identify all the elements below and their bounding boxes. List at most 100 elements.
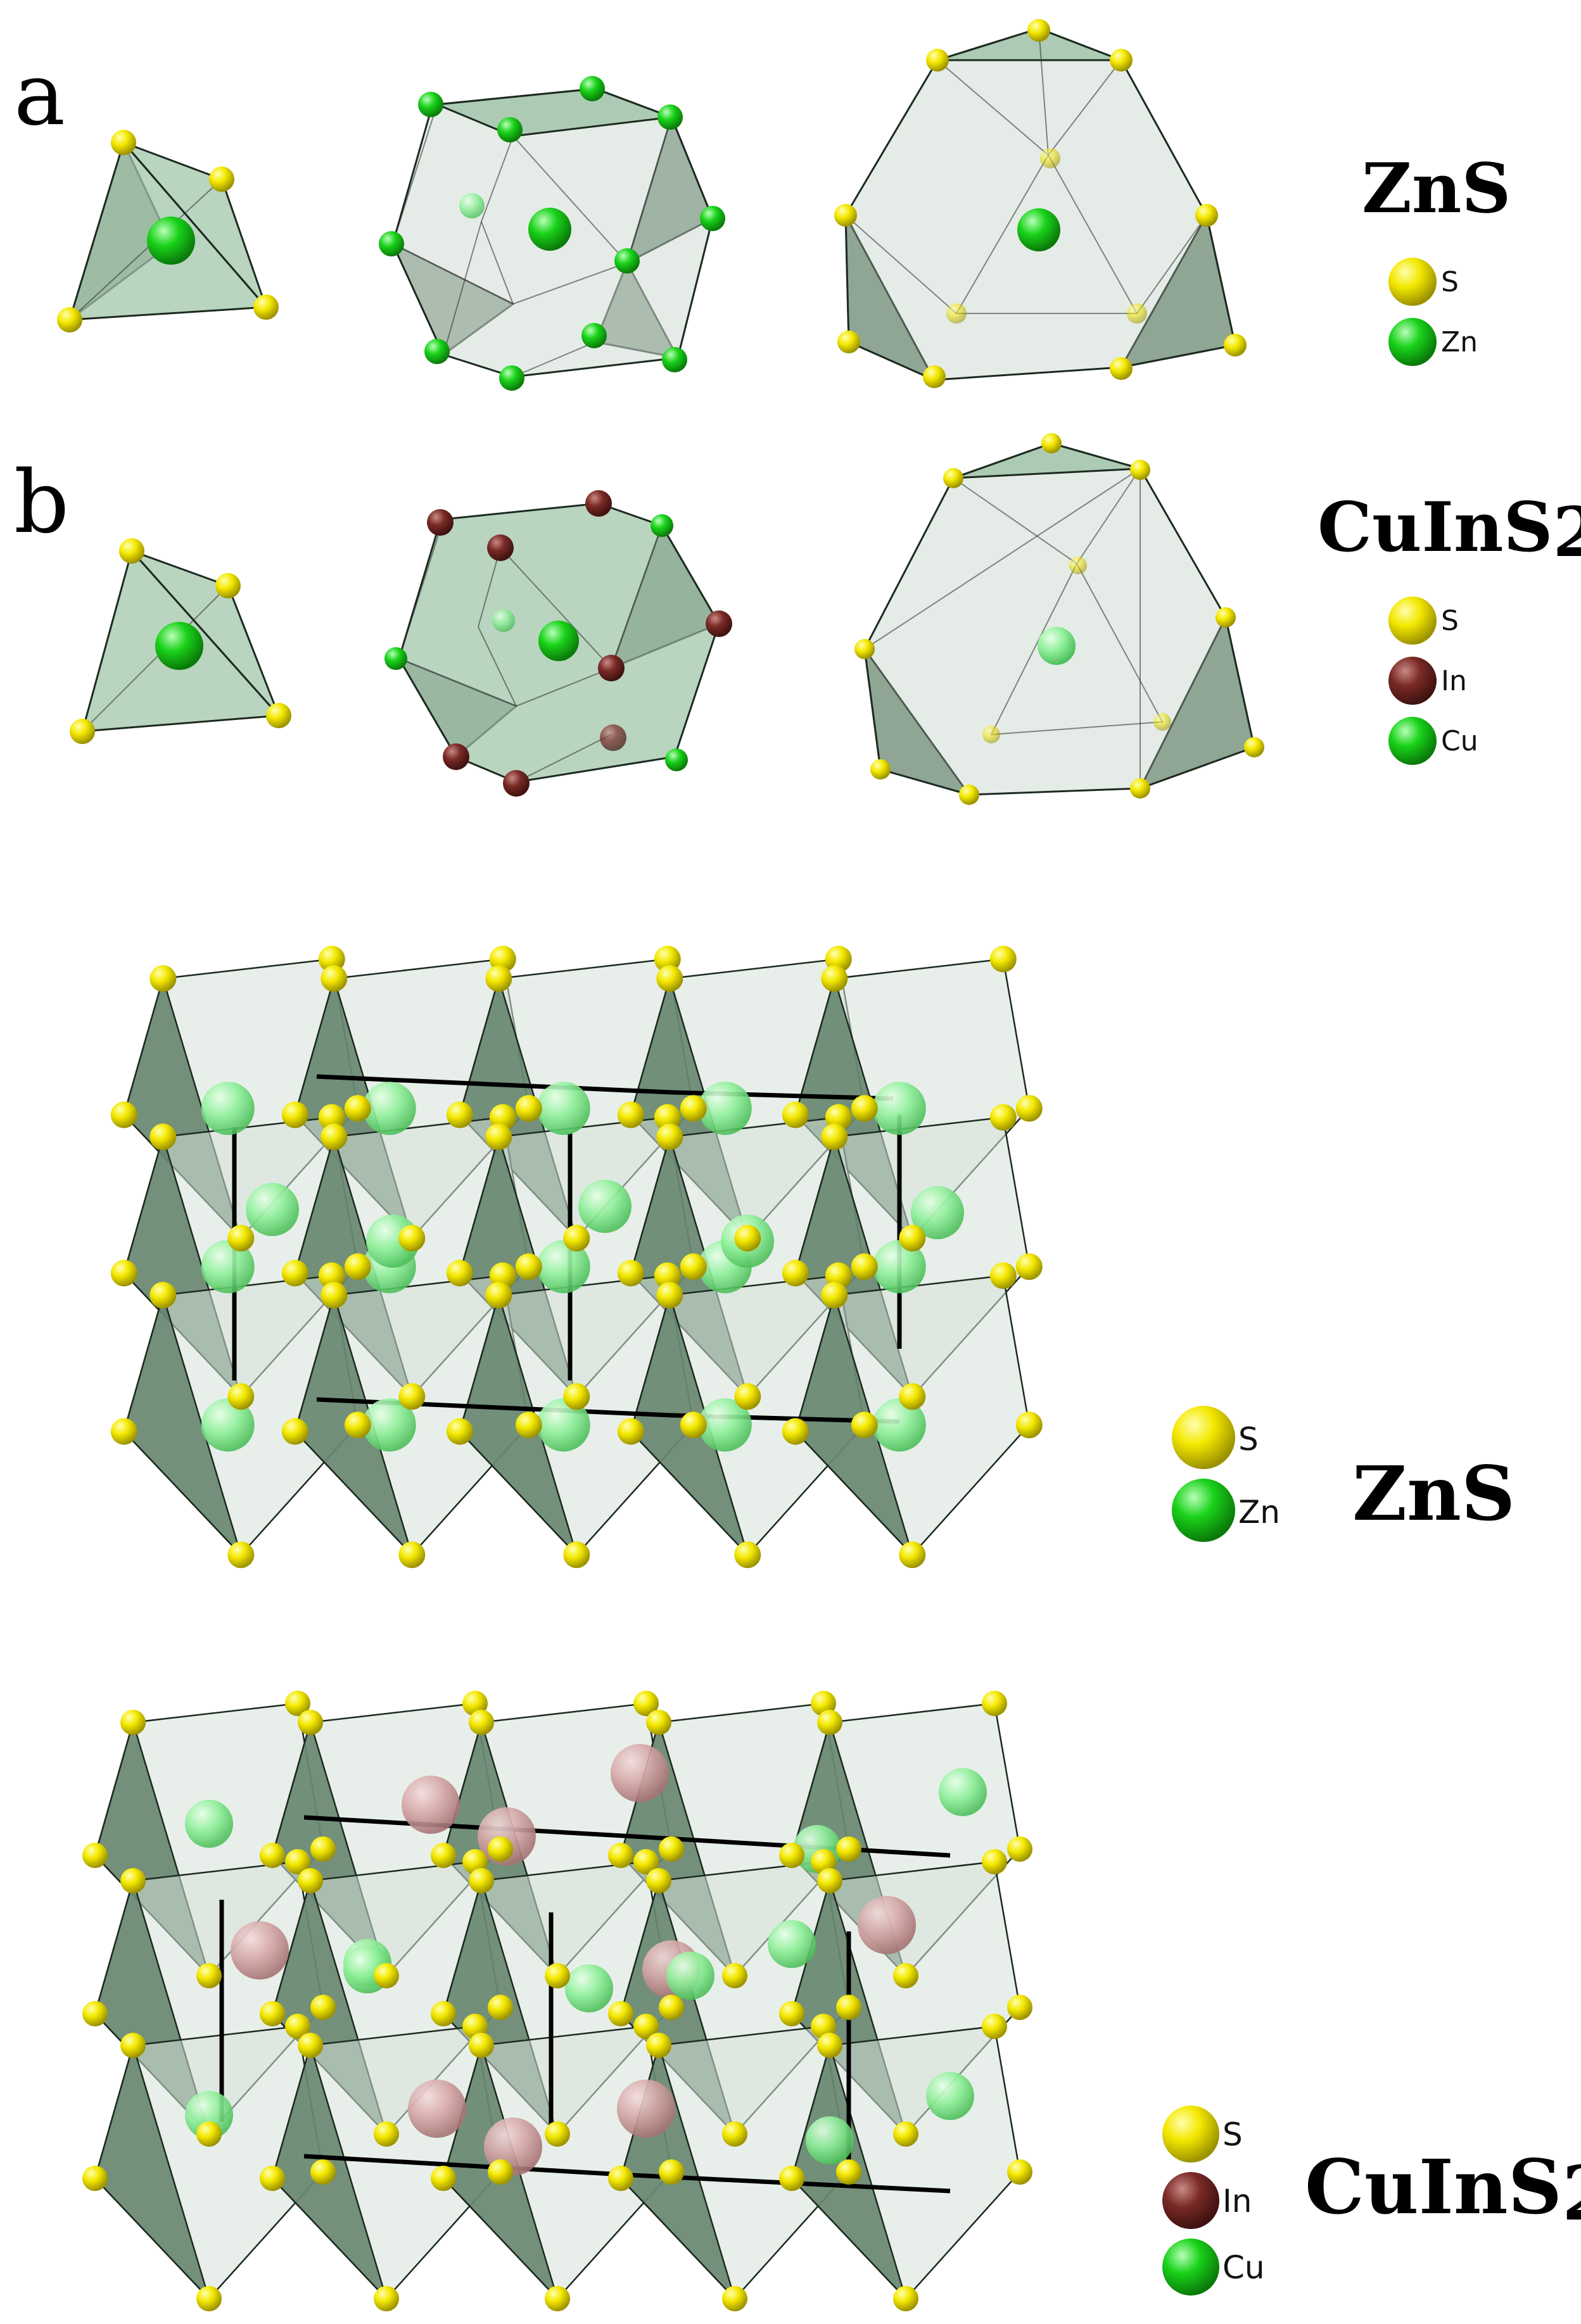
- s-atom: [545, 2121, 570, 2147]
- s-atom: [318, 1262, 345, 1289]
- legend-swatch-s: [1388, 258, 1437, 306]
- cu-atom: [492, 609, 515, 632]
- zn-atom: [362, 1082, 416, 1135]
- zn-atom: [578, 1180, 632, 1233]
- formula-cuins2-lattice: CuInS2: [1305, 2143, 1581, 2237]
- s-atom: [253, 294, 279, 320]
- in-atom: [427, 509, 454, 536]
- cu-atom: [665, 748, 688, 771]
- zn-atom: [580, 76, 605, 101]
- zn-atom: [700, 206, 725, 231]
- s-atom: [654, 1104, 681, 1131]
- s-atom: [851, 1411, 878, 1439]
- legend-label: Zn: [1238, 1494, 1280, 1531]
- s-atom: [837, 331, 860, 353]
- s-atom: [680, 1095, 707, 1122]
- cu-atom: [939, 1768, 987, 1816]
- cuins2-tetrahedron: [70, 538, 291, 744]
- s-atom: [989, 1262, 1017, 1289]
- in-atom: [408, 2080, 466, 2138]
- s-atom: [817, 2033, 842, 2058]
- cu-atom: [806, 2116, 854, 2164]
- zn-atom: [459, 193, 485, 218]
- s-atom: [817, 1868, 842, 1893]
- s-atom: [344, 1095, 371, 1122]
- zn-atom: [499, 365, 524, 391]
- s-atom: [851, 1253, 878, 1280]
- in-atom: [487, 534, 514, 561]
- s-atom: [617, 1101, 644, 1128]
- zn-atom: [201, 1398, 255, 1452]
- cu-atom: [1038, 627, 1076, 665]
- s-atom: [899, 1541, 926, 1569]
- s-atom: [285, 1849, 310, 1874]
- zn-atom: [147, 217, 195, 265]
- s-atom: [782, 1260, 809, 1287]
- s-atom: [488, 1836, 513, 1862]
- s-atom: [119, 538, 144, 564]
- in-atom: [858, 1896, 916, 1954]
- cuins2-atoms: [82, 1691, 1032, 2311]
- cuins2-truncated-tetrahedron: [854, 433, 1264, 805]
- zn-atom: [528, 208, 571, 251]
- s-atom: [374, 1963, 399, 1988]
- s-atom: [227, 1541, 255, 1569]
- s-atom: [1007, 1836, 1032, 1862]
- s-atom: [398, 1541, 426, 1569]
- s-atom: [149, 1282, 177, 1309]
- in-atom: [402, 1776, 460, 1834]
- s-atom: [722, 2286, 747, 2311]
- cu-atom: [185, 1800, 233, 1848]
- s-atom: [633, 2014, 659, 2039]
- cu-atom: [155, 622, 203, 670]
- s-atom: [321, 965, 348, 992]
- s-atom: [310, 1995, 336, 2020]
- zn-atom: [537, 1398, 590, 1452]
- s-atom: [110, 1101, 137, 1128]
- s-atom: [82, 2001, 108, 2026]
- zn-atom: [911, 1186, 964, 1239]
- s-atom: [398, 1383, 426, 1410]
- s-atom: [656, 965, 683, 992]
- legend-swatch-in: [1162, 2172, 1219, 2229]
- in-atom: [231, 1921, 289, 1980]
- s-atom: [310, 2159, 336, 2185]
- cuins2-cuboctahedron: [384, 490, 732, 797]
- s-atom: [617, 1418, 644, 1445]
- s-atom: [227, 1225, 255, 1252]
- s-atom: [734, 1225, 761, 1252]
- s-atom: [318, 945, 345, 973]
- s-atom: [608, 1843, 633, 1868]
- s-atom: [196, 2286, 222, 2311]
- s-atom: [982, 2014, 1007, 2039]
- s-atom: [1007, 2159, 1032, 2185]
- tetrahedron-face: [94, 2042, 210, 2299]
- s-atom: [659, 1836, 684, 1862]
- legend-swatch-in: [1388, 657, 1437, 705]
- cu-atom: [565, 1964, 613, 2012]
- legend-swatch-s: [1172, 1406, 1235, 1469]
- cuins2-tetrahedra: [94, 1702, 1021, 2300]
- legend-label: S: [1441, 605, 1459, 637]
- s-atom: [893, 2286, 918, 2311]
- s-atom: [834, 204, 857, 227]
- s-atom: [469, 1710, 494, 1735]
- s-atom: [899, 1225, 926, 1252]
- in-atom: [617, 2080, 675, 2138]
- s-atom: [654, 1262, 681, 1289]
- s-atom: [734, 1541, 761, 1569]
- s-atom: [959, 785, 979, 805]
- zn-atom: [362, 1398, 416, 1452]
- cuins2-lattice: S In Cu CuInS2: [82, 1691, 1581, 2311]
- zn-atom: [537, 1082, 590, 1135]
- s-atom: [656, 1282, 683, 1309]
- s-atom: [431, 2166, 456, 2191]
- s-atom: [1127, 303, 1147, 324]
- legend-label: Zn: [1441, 326, 1478, 358]
- formula-cuins2: CuInS2: [1318, 488, 1581, 572]
- zn-atom: [246, 1183, 299, 1236]
- s-atom: [646, 1868, 671, 1893]
- s-atom: [57, 307, 82, 332]
- panel-letter-a: a: [14, 45, 65, 145]
- s-atom: [260, 2166, 285, 2191]
